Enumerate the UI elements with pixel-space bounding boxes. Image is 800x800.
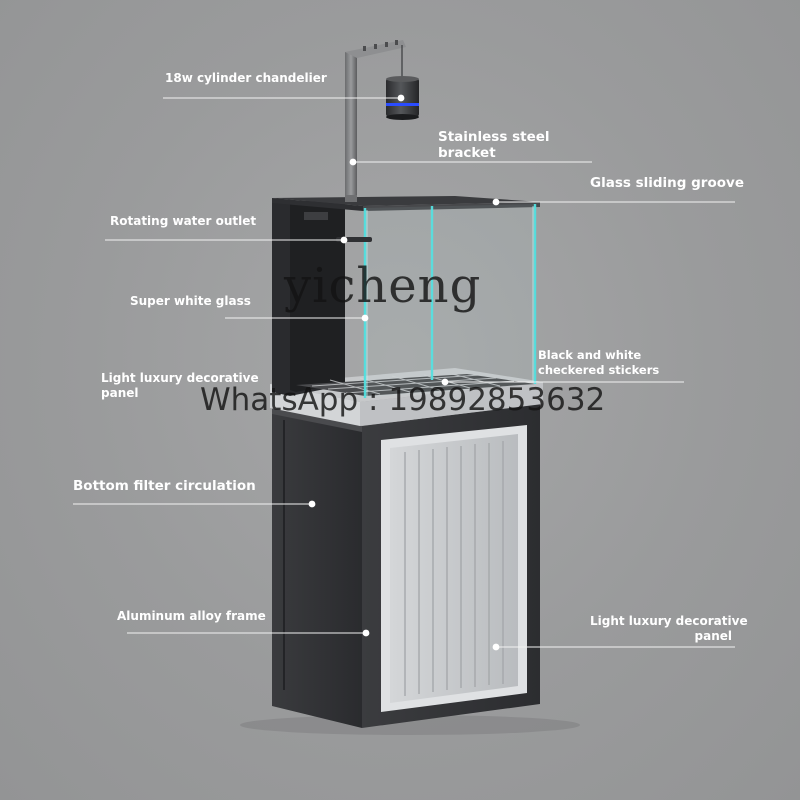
label-stickers: Black and white checkered stickers <box>538 348 659 378</box>
label-stickers-line2: checkered stickers <box>538 363 660 377</box>
label-sliding-groove: Glass sliding groove <box>590 175 744 191</box>
label-frame: Aluminum alloy frame <box>117 609 266 623</box>
floor-shadow <box>240 715 580 735</box>
label-stickers-line1: Black and white <box>538 348 642 362</box>
door-grooves <box>404 441 504 696</box>
label-top-panel: Light luxury decorative panel <box>101 371 259 401</box>
label-door-panel-line2: panel <box>694 629 732 643</box>
label-bracket: Stainless steel bracket <box>438 129 550 161</box>
label-door-panel: Light luxury decorative panel <box>590 614 748 644</box>
watermark-brand: yicheng <box>284 258 482 314</box>
tank-top-rim <box>272 196 540 206</box>
stainless-bracket <box>345 40 406 202</box>
tank <box>272 196 540 398</box>
callout-lines <box>73 94 735 651</box>
label-top-panel-line2: panel <box>101 386 139 400</box>
label-chandelier: 18w cylinder chandelier <box>165 71 327 85</box>
label-filter: Bottom filter circulation <box>73 478 256 494</box>
label-bracket-line1: Stainless steel <box>438 129 550 145</box>
label-door-panel-line1: Light luxury decorative <box>590 614 748 628</box>
label-water-outlet: Rotating water outlet <box>110 214 257 228</box>
label-bracket-line2: bracket <box>438 145 496 161</box>
label-glass: Super white glass <box>130 294 251 308</box>
cabinet <box>272 404 540 728</box>
watermark-contact: WhatsApp : 19892853632 <box>200 382 606 418</box>
cabinet-side <box>272 408 362 728</box>
label-top-panel-line1: Light luxury decorative <box>101 371 259 385</box>
